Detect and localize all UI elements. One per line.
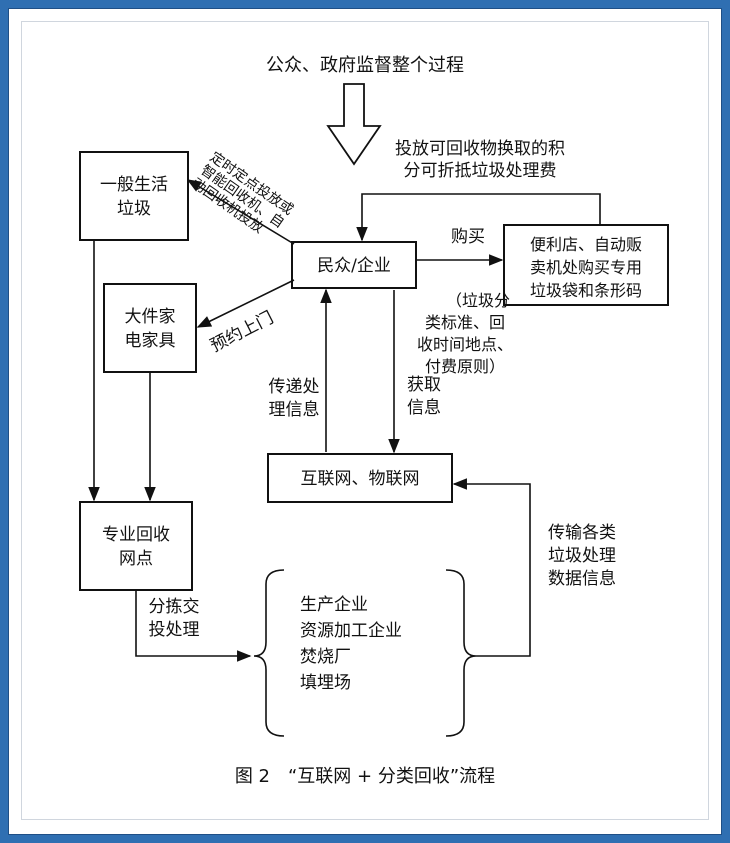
citizens-box [291,241,417,289]
bulky-line1: 大件家 [125,307,176,327]
transfer-data-line1: 传输各类 [548,523,616,543]
general-waste-line2: 垃圾 [117,199,151,219]
internet-label: 互联网、物联网 [301,469,420,489]
bulky-box [103,283,197,373]
get-info-line2: 信息 [407,398,441,418]
recycle-point-line2: 网点 [119,549,153,569]
destinations-left-brace [253,569,285,737]
standards-line3: 收时间地点、 [417,335,513,354]
citizens-label: 民众/企业 [317,256,391,276]
points-label-line2: 分可折抵垃圾处理费 [404,161,557,181]
general-waste-box [79,151,189,241]
transfer-data-arrow [452,478,531,657]
timed-drop-label: 定时定点投放或 智能回收机、自 动回收机投放 [188,149,296,236]
destination-landfill: 填埋场 [300,673,351,693]
destination-resource-processing: 资源加工企业 [300,621,402,641]
appointment-label-group: 预约上门 [207,308,277,357]
internet-box [267,453,453,503]
bulky-line2: 电家具 [125,331,176,351]
points-feedback-arrow [356,193,601,242]
deliver-info-line2: 理信息 [269,400,320,420]
supervision-label: 公众、政府监督整个过程 [266,55,464,76]
recycle-point-line1: 专业回收 [102,525,170,545]
stores-line2: 卖机处购买专用 [530,258,642,277]
sort-process-arrow [135,590,252,662]
standards-line2: 类标准、回 [425,313,505,332]
general-waste-line1: 一般生活 [100,175,168,195]
destination-incineration: 焚烧厂 [300,647,351,667]
sort-process-line1: 分拣交 [149,597,200,617]
deliver-info-line1: 传递处 [269,377,320,397]
appointment-label: 预约上门 [207,308,277,357]
recycle-point-box [79,501,193,591]
recycling-flow-diagram: 公众、政府监督整个过程 投放可回收物换取的积 分可折抵垃圾处理费 一般生活 垃圾… [79,55,669,787]
stores-line3: 垃圾袋和条形码 [530,281,642,300]
destinations-right-brace [445,569,477,737]
figure-paper: 公众、政府监督整个过程 投放可回收物换取的积 分可折抵垃圾处理费 一般生活 垃圾… [22,22,708,819]
stores-line1: 便利店、自动贩 [530,235,642,254]
appointment-arrow [196,279,295,328]
stores-box [503,224,669,306]
standards-line1: （垃圾分 [446,291,510,310]
sort-process-line2: 投处理 [149,620,200,640]
buy-label: 购买 [451,227,485,247]
points-label-line1: 投放可回收物换取的积 [395,139,565,159]
figure-caption: 图 2 “互联网 + 分类回收”流程 [235,766,495,787]
timed-drop-arrow [186,179,295,245]
transfer-data-line3: 数据信息 [548,569,616,589]
standards-line4: 付费原则） [425,357,505,376]
supervision-arrow [326,83,382,166]
get-info-line1: 获取 [407,375,441,395]
destination-production: 生产企业 [300,595,368,615]
transfer-data-line2: 垃圾处理 [548,546,616,566]
